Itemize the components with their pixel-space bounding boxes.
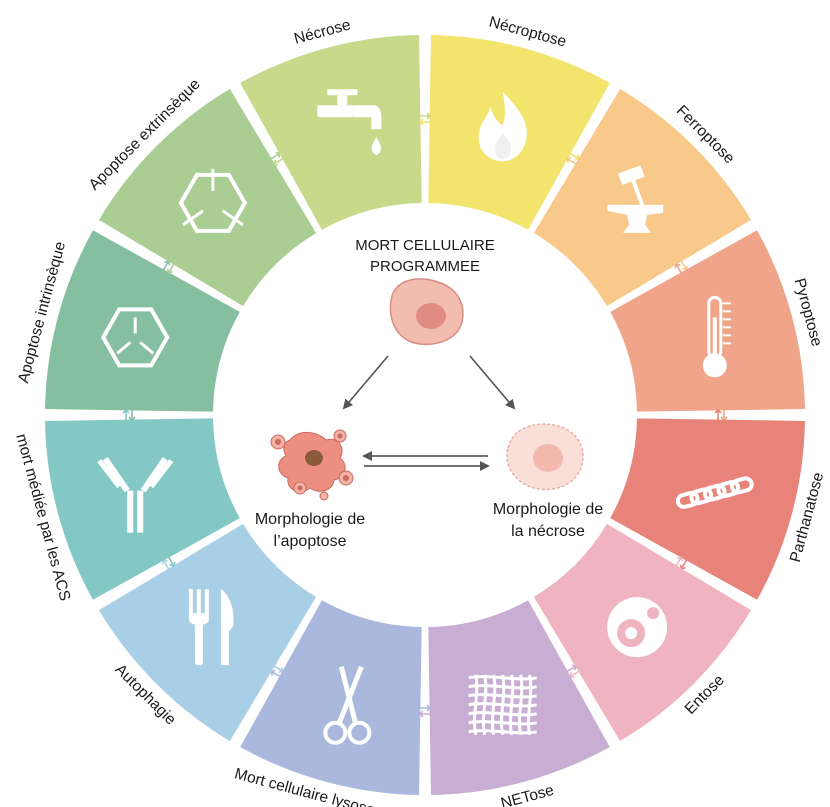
cell-in-cell-icon	[607, 597, 668, 658]
chain-icon	[675, 476, 754, 509]
ring-segment-label: Nécrose	[292, 16, 352, 47]
fork-knife-icon	[188, 589, 234, 666]
thermometer-icon	[702, 295, 731, 378]
ring-segment	[45, 230, 240, 412]
ring-segment	[98, 88, 317, 307]
apoptotic-cell-icon	[270, 429, 354, 501]
transition-arrows	[418, 112, 432, 126]
necrosis-label-line1: Morphologie de	[493, 501, 603, 518]
center-title-line2: PROGRAMMEE	[370, 258, 480, 275]
tap-icon	[317, 89, 382, 156]
net-icon	[468, 674, 537, 736]
transition-arrows	[714, 408, 728, 422]
apoptosis-label-line1: Morphologie de	[255, 511, 365, 528]
ring-segment	[240, 35, 422, 230]
antibody-icon	[97, 456, 174, 533]
normal-cell-icon	[389, 278, 464, 346]
ring-segment	[533, 88, 752, 307]
hexagon-outward-arrows-icon	[178, 168, 248, 233]
necrotic-cell-icon	[506, 423, 584, 491]
hammer-anvil-icon	[607, 165, 664, 233]
hexagon-inward-arrows-icon	[100, 307, 170, 368]
transition-arrows	[122, 408, 136, 422]
ring-segment	[610, 418, 805, 600]
center-panel: MORT CELLULAIRE PROGRAMMEE Morp	[255, 237, 603, 550]
cell-death-ring	[45, 35, 805, 795]
center-title-line1: MORT CELLULAIRE	[355, 237, 495, 254]
arrow-to-necrosis	[469, 355, 516, 410]
transition-arrows	[161, 556, 176, 570]
transition-arrows	[418, 704, 432, 718]
scissors-icon	[323, 665, 372, 745]
arrow-to-apoptosis	[342, 355, 389, 410]
ring-segment	[240, 600, 422, 795]
fire-icon	[478, 91, 527, 162]
ring-segment	[98, 523, 317, 742]
apoptosis-label-line2: l’apoptose	[274, 533, 347, 550]
necrosis-label-line2: la nécrose	[511, 523, 585, 540]
